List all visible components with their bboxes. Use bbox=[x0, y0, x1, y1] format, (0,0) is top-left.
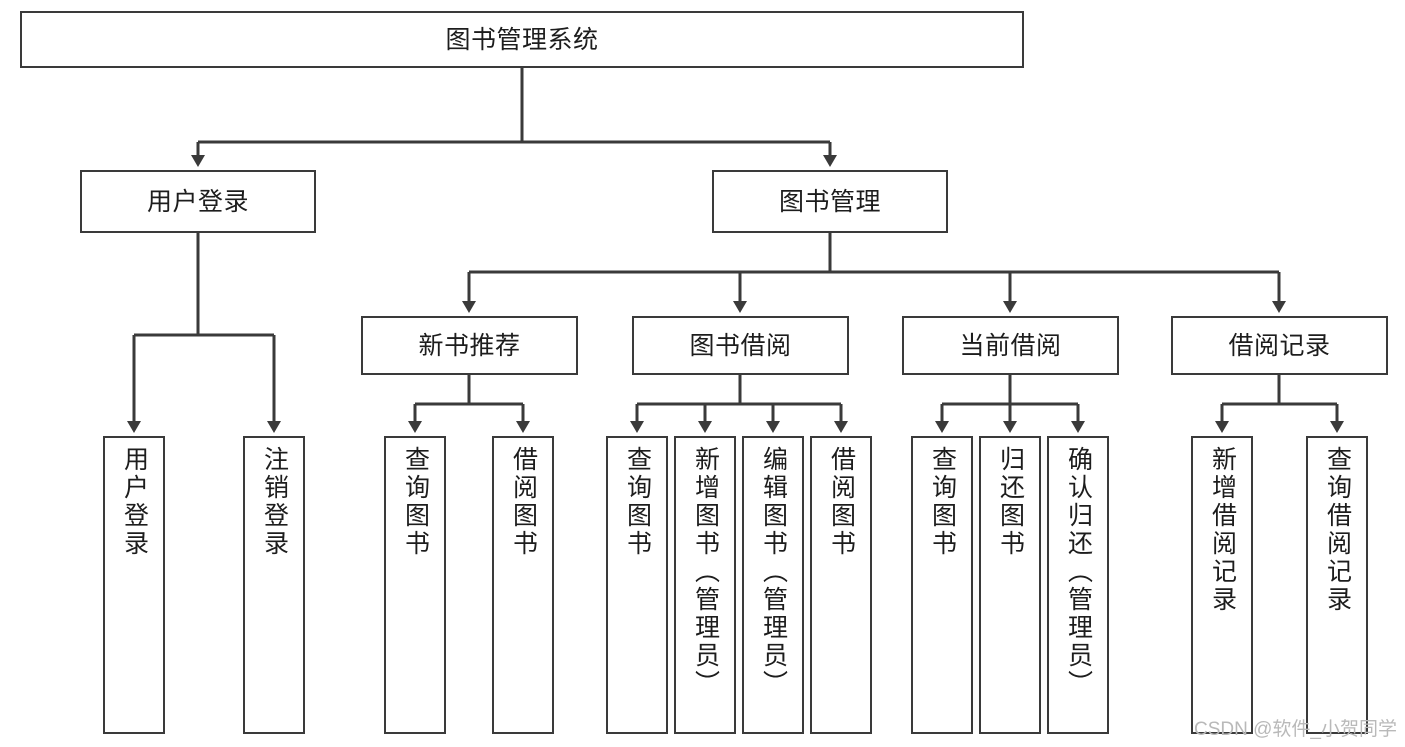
node-label: 图书管理 bbox=[778, 187, 881, 216]
node-current-borrow[interactable]: 当前借阅 bbox=[902, 316, 1119, 375]
node-label: 新增借阅记录 bbox=[1208, 446, 1237, 614]
node-label: 当前借阅 bbox=[959, 331, 1062, 360]
leaf-query-book-current[interactable]: 查询图书 bbox=[911, 436, 973, 734]
node-label: 查询图书 bbox=[401, 446, 430, 558]
leaf-add-book-admin[interactable]: 新增图书（管理员） bbox=[674, 436, 736, 734]
csdn-watermark: CSDN @软件_小贺同学 bbox=[1194, 719, 1397, 740]
node-label: 图书借阅 bbox=[689, 331, 792, 360]
node-label: 查询图书 bbox=[928, 446, 957, 558]
node-label: 借阅图书 bbox=[827, 446, 856, 558]
leaf-query-borrow-record[interactable]: 查询借阅记录 bbox=[1306, 436, 1368, 734]
node-borrow-record[interactable]: 借阅记录 bbox=[1171, 316, 1388, 375]
node-label: 借阅记录 bbox=[1228, 331, 1331, 360]
node-label: 新书推荐 bbox=[418, 331, 521, 360]
node-root-system[interactable]: 图书管理系统 bbox=[20, 11, 1024, 68]
leaf-edit-book-admin[interactable]: 编辑图书（管理员） bbox=[742, 436, 804, 734]
node-label: 新增图书（管理员） bbox=[691, 446, 720, 698]
leaf-borrow-book-recommend[interactable]: 借阅图书 bbox=[492, 436, 554, 734]
leaf-confirm-return-admin[interactable]: 确认归还（管理员） bbox=[1047, 436, 1109, 734]
node-user-login[interactable]: 用户登录 bbox=[80, 170, 316, 233]
node-label: 图书管理系统 bbox=[445, 25, 599, 54]
node-new-book-recommend[interactable]: 新书推荐 bbox=[361, 316, 578, 375]
node-book-borrow[interactable]: 图书借阅 bbox=[632, 316, 849, 375]
node-label: 确认归还（管理员） bbox=[1064, 446, 1093, 698]
node-label: 查询图书 bbox=[623, 446, 652, 558]
leaf-query-book[interactable]: 查询图书 bbox=[606, 436, 668, 734]
node-label: 用户登录 bbox=[146, 187, 249, 216]
node-label: 归还图书 bbox=[996, 446, 1025, 558]
leaf-query-book-recommend[interactable]: 查询图书 bbox=[384, 436, 446, 734]
node-label: 查询借阅记录 bbox=[1323, 446, 1352, 614]
node-label: 借阅图书 bbox=[509, 446, 538, 558]
node-label: 注销登录 bbox=[260, 446, 289, 558]
node-label: 用户登录 bbox=[120, 446, 149, 558]
leaf-logout[interactable]: 注销登录 bbox=[243, 436, 305, 734]
leaf-user-login[interactable]: 用户登录 bbox=[103, 436, 165, 734]
leaf-return-book[interactable]: 归还图书 bbox=[979, 436, 1041, 734]
leaf-borrow-book[interactable]: 借阅图书 bbox=[810, 436, 872, 734]
leaf-add-borrow-record[interactable]: 新增借阅记录 bbox=[1191, 436, 1253, 734]
node-book-management[interactable]: 图书管理 bbox=[712, 170, 948, 233]
node-label: 编辑图书（管理员） bbox=[759, 446, 788, 698]
